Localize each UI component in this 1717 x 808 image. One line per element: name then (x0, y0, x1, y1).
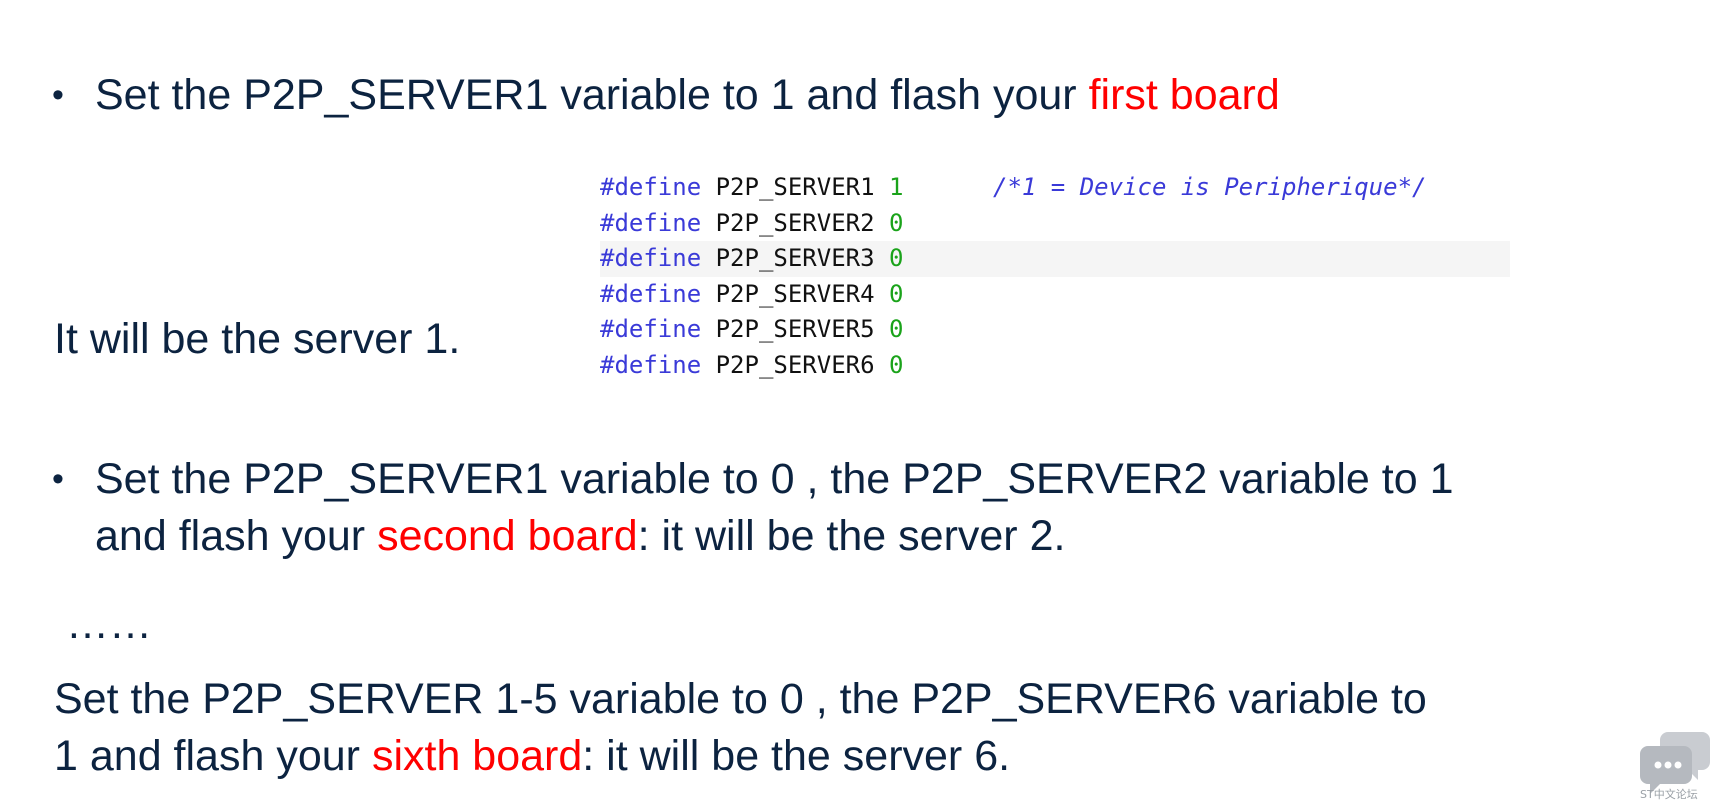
step3-highlight: sixth board (371, 732, 583, 780)
code-comment: /*1 = Device is Peripherique*/ (993, 173, 1427, 201)
macro-name: P2P_SERVER6 (715, 350, 875, 379)
code-line-5: #define P2P_SERVER5 0 (600, 312, 1510, 348)
watermark-label: ST中文论坛 (1640, 788, 1698, 801)
step3-suffix: : it will be the server 6. (582, 732, 1011, 780)
ellipsis: …… (66, 600, 152, 648)
macro-value: 0 (889, 208, 904, 237)
step3-instruction-line2: 1 and flash your sixth board: it will be… (54, 727, 1010, 785)
code-line-1: #define P2P_SERVER1 1 /*1 = Device is Per… (600, 170, 1510, 206)
step3-instruction-line1: Set the P2P_SERVER 1-5 variable to 0 , t… (54, 675, 1427, 723)
step1-text: Set the P2P_SERVER1 variable to 1 and fl… (95, 71, 1089, 119)
step2-instruction-line2: and flash your second board: it will be … (95, 507, 1065, 565)
define-keyword: #define (600, 208, 702, 237)
step3-prefix: 1 and flash your (54, 732, 372, 780)
step2-prefix: and flash your (95, 512, 378, 560)
define-keyword: #define (600, 315, 702, 343)
bullet-1: • (52, 76, 64, 114)
macro-value: 1 (889, 173, 904, 201)
macro-name: P2P_SERVER3 (715, 244, 875, 272)
code-line-6: #define P2P_SERVER6 0 (600, 348, 1510, 384)
step2-highlight: second board (377, 512, 638, 560)
macro-name: P2P_SERVER4 (715, 279, 875, 308)
define-keyword: #define (600, 244, 702, 272)
step2-instruction-line1: Set the P2P_SERVER1 variable to 0 , the … (95, 455, 1454, 503)
define-keyword: #define (600, 350, 702, 379)
macro-value: 0 (889, 315, 904, 343)
macro-name: P2P_SERVER1 (715, 173, 875, 201)
define-keyword: #define (600, 279, 702, 308)
code-line-2: #define P2P_SERVER2 0 (600, 206, 1510, 242)
macro-name: P2P_SERVER5 (715, 315, 875, 343)
chat-bubble-icon (1640, 732, 1710, 794)
step1-result: It will be the server 1. (54, 315, 461, 363)
define-keyword: #define (600, 173, 702, 201)
step2-suffix: : it will be the server 2. (637, 512, 1066, 560)
code-line-3: #define P2P_SERVER3 0 (600, 241, 1510, 277)
macro-value: 0 (889, 244, 904, 272)
bullet-2: • (52, 460, 64, 498)
step1-highlight: first board (1088, 71, 1280, 119)
macro-name: P2P_SERVER2 (715, 208, 875, 237)
code-line-4: #define P2P_SERVER4 0 (600, 277, 1510, 313)
macro-value: 0 (889, 350, 904, 379)
step1-instruction: Set the P2P_SERVER1 variable to 1 and fl… (95, 66, 1280, 124)
macro-value: 0 (889, 279, 904, 308)
code-snippet: #define P2P_SERVER1 1 /*1 = Device is Per… (600, 170, 1510, 383)
